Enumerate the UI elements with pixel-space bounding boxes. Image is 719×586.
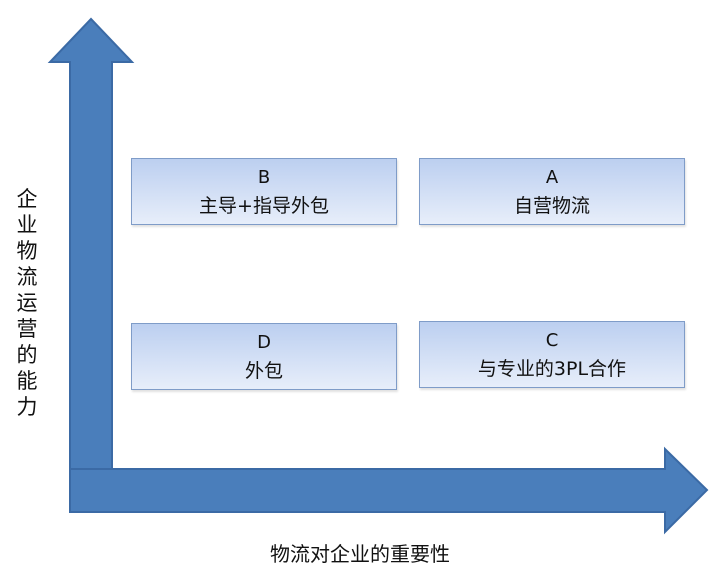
quadrant-c-letter: C — [545, 329, 559, 351]
quadrant-d-text: 外包 — [244, 359, 283, 382]
quadrant-b: B 主导+指导外包 — [131, 158, 397, 225]
x-axis-arrow — [69, 446, 709, 535]
x-axis-label: 物流对企业的重要性 — [270, 542, 450, 566]
quadrant-c-text: 与专业的3PL合作 — [477, 357, 627, 380]
quadrant-d-letter: D — [257, 331, 271, 353]
quadrant-d: D 外包 — [131, 323, 397, 390]
quadrant-a: A 自营物流 — [419, 158, 685, 225]
y-axis-arrow — [47, 17, 135, 511]
y-axis-label: 企业物流运营的能力 — [16, 187, 38, 419]
quadrant-a-text: 自营物流 — [513, 194, 590, 217]
quadrant-b-letter: B — [257, 166, 271, 188]
quadrant-c: C 与专业的3PL合作 — [419, 321, 685, 388]
quadrant-b-text: 主导+指导外包 — [199, 194, 329, 217]
quadrant-a-letter: A — [545, 166, 559, 188]
